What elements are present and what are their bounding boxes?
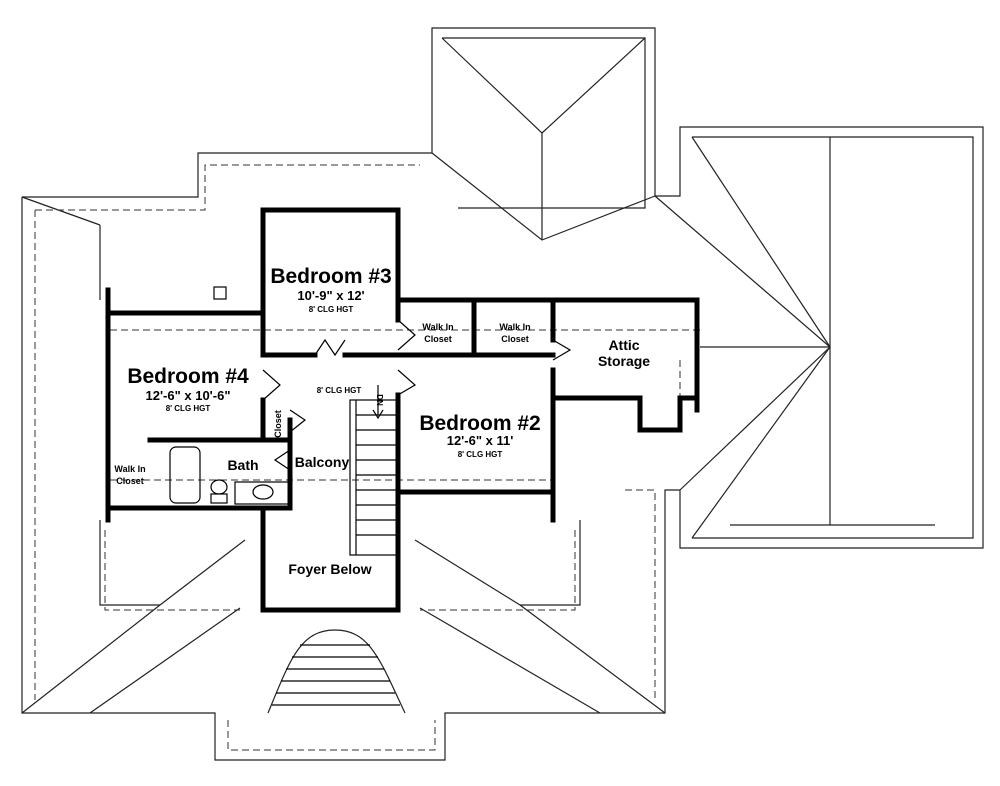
balcony-label: Balcony [295,454,350,470]
bath-label: Bath [227,457,258,473]
roof-outline [21,27,984,761]
bedroom2-name: Bedroom #2 [419,412,540,435]
walkin3-l2: Closet [116,476,144,486]
attic-l2: Storage [598,353,650,369]
bedroom3-clg: 8' CLG HGT [309,305,354,314]
bedroom2-size: 12'-6" x 11' [447,433,514,448]
attic-l1: Attic [608,337,639,353]
walls [105,207,700,613]
dormer-shingles [272,644,400,706]
walkin3-l1: Walk In [114,464,145,474]
toilet [210,479,228,495]
stair-treads [355,400,398,555]
stair-dn-label: DN [375,394,384,406]
walkin2-l1: Walk In [499,322,530,332]
closet-label: Closet [273,410,283,438]
walkin2-l2: Closet [501,334,529,344]
bathtub [169,446,201,504]
bedroom4-clg: 8' CLG HGT [166,404,211,413]
hall-clg: 8' CLG HGT [317,386,362,395]
sink [252,484,274,500]
foyer-label: Foyer Below [288,561,371,577]
bedroom4-size: 12'-6" x 10'-6" [145,388,230,403]
bedroom3-size: 10'-9" x 12' [297,288,364,303]
walkin1-l2: Closet [424,334,452,344]
walkin1-l1: Walk In [422,322,453,332]
bedroom4-name: Bedroom #4 [127,365,249,388]
bedroom3-name: Bedroom #3 [270,265,391,288]
room-labels: Bedroom #3 10'-9" x 12' 8' CLG HGT Bedro… [114,265,650,577]
bedroom2-clg: 8' CLG HGT [458,450,503,459]
smoke-detector-icon [213,286,227,300]
